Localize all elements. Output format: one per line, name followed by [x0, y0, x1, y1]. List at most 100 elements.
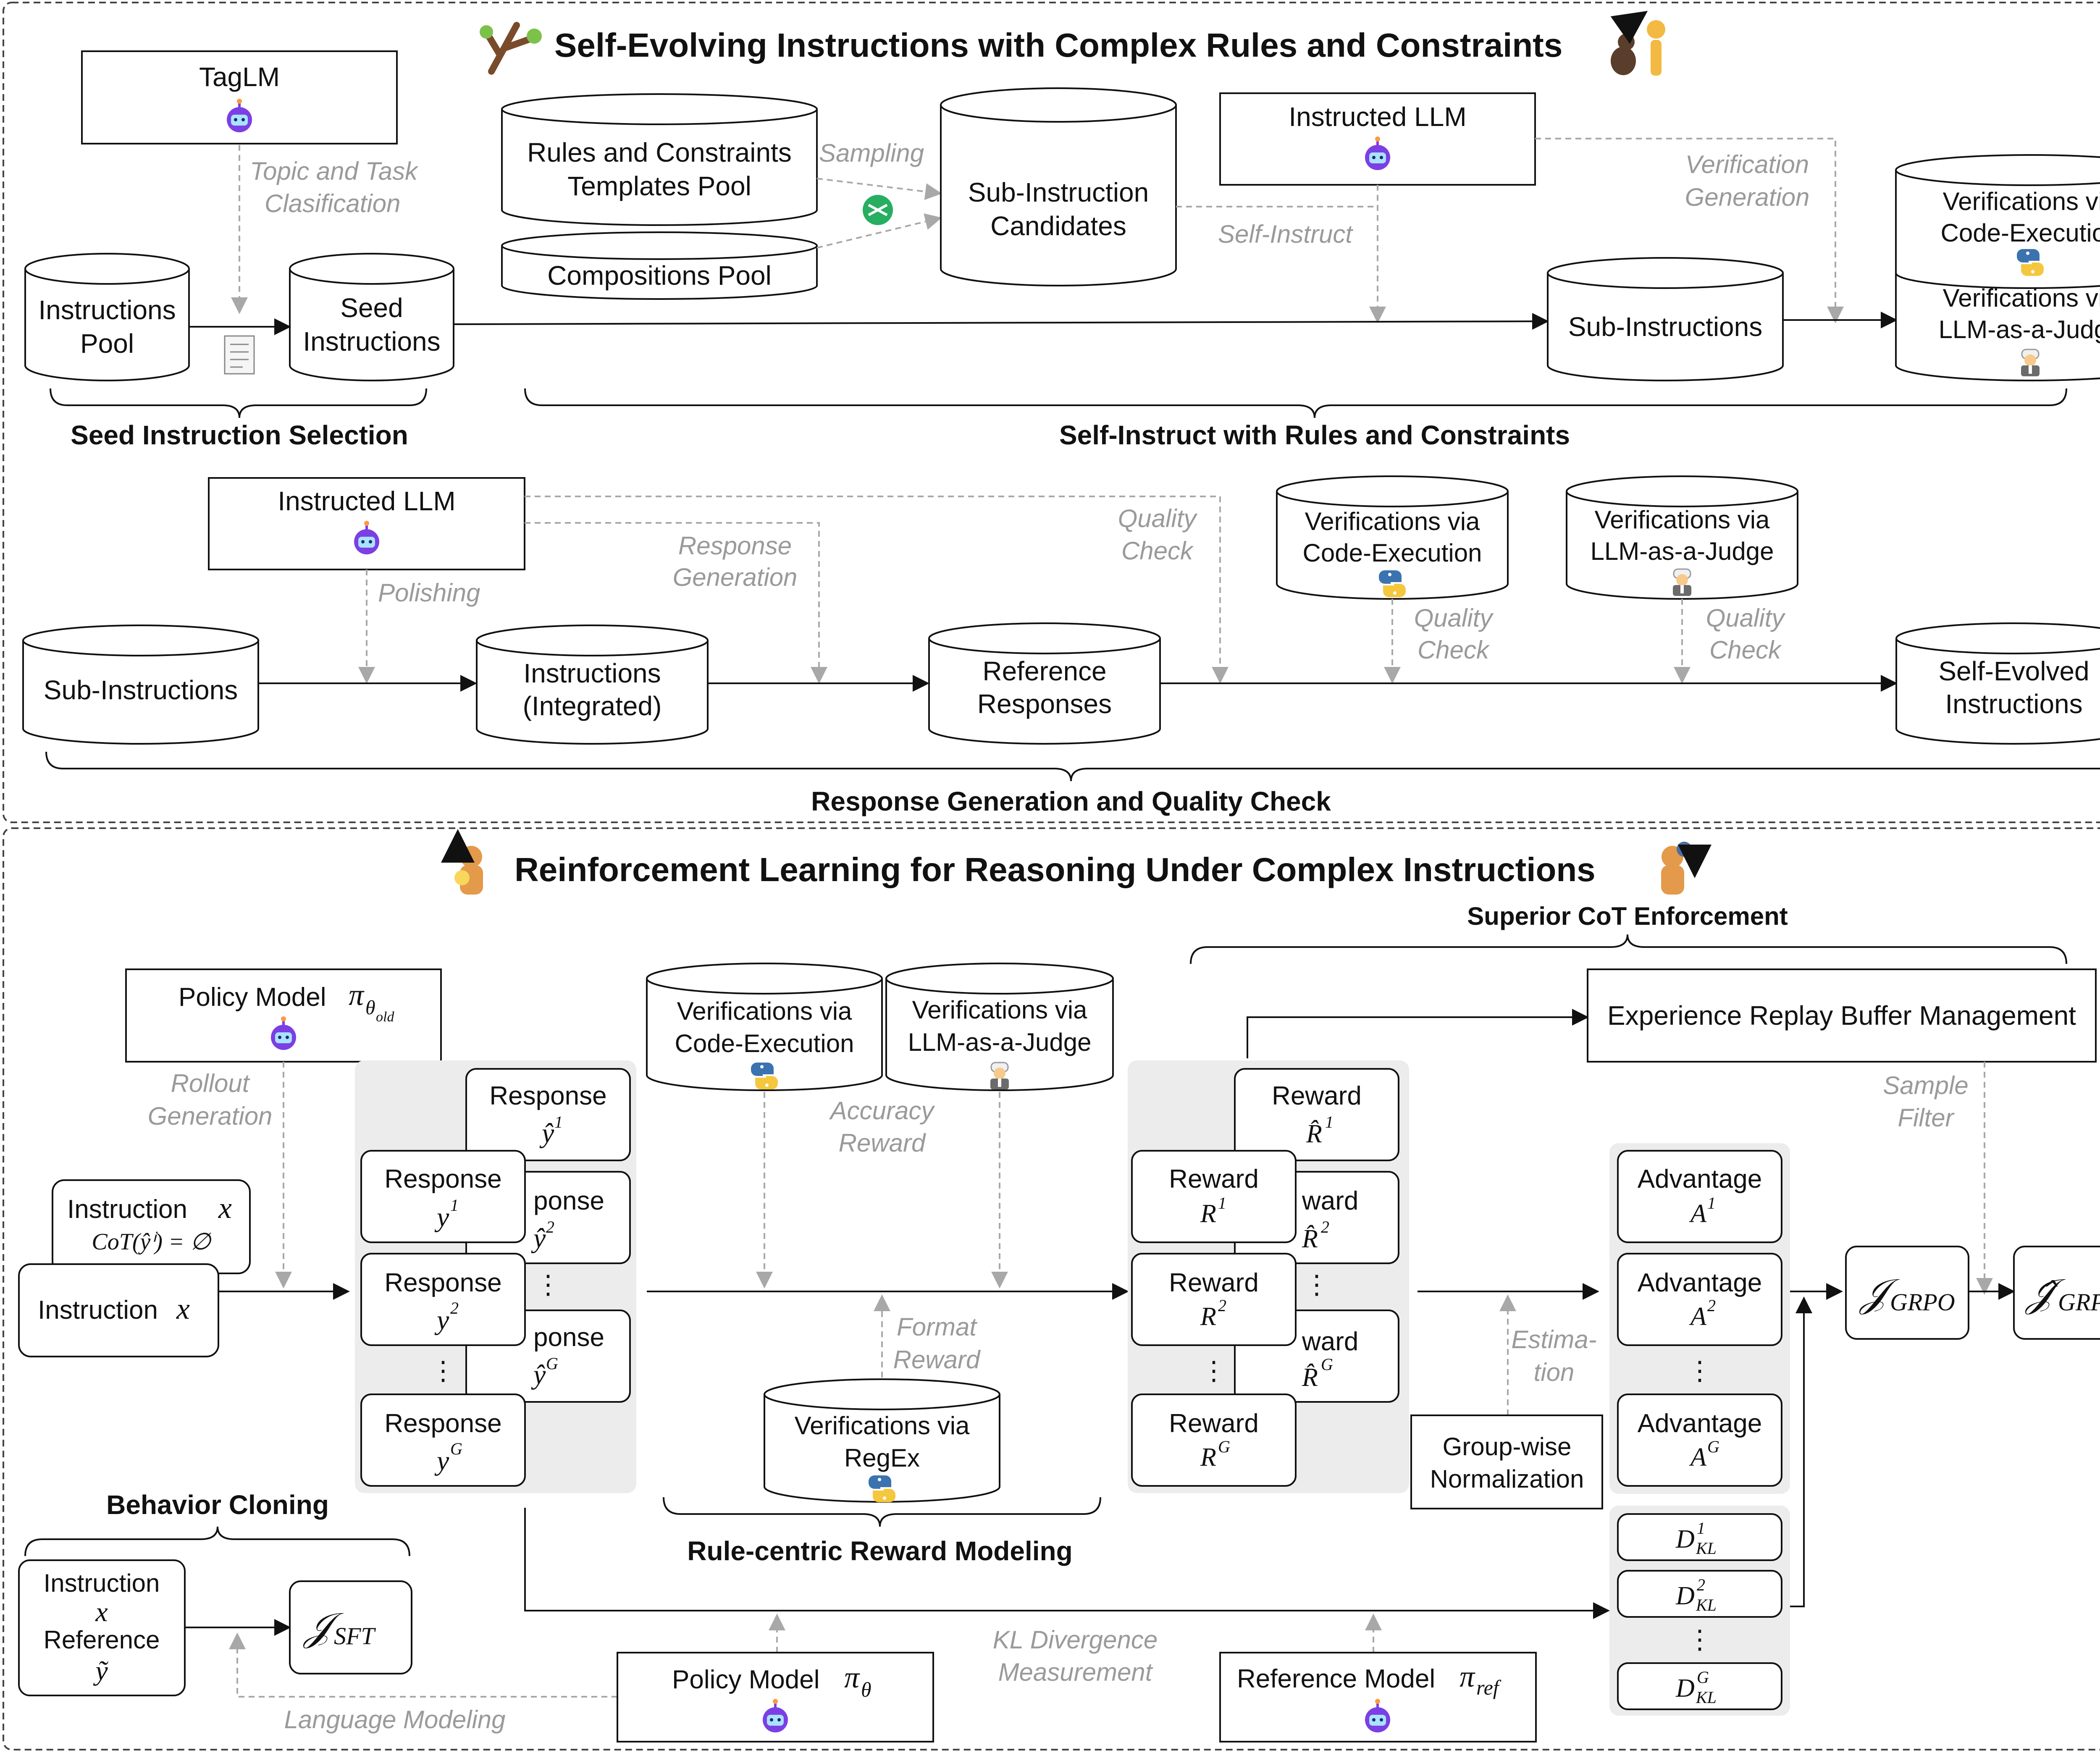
rules-pool-label-1: Rules and Constraints	[527, 137, 792, 168]
candidates-label-2: Candidates	[990, 211, 1126, 241]
response-hat-1	[465, 1068, 631, 1161]
response-2-sup: 2	[450, 1299, 459, 1317]
integrated-label-2: (Integrated)	[523, 691, 662, 721]
kl-1	[1617, 1513, 1782, 1561]
reward-1-var: R	[1200, 1199, 1216, 1228]
dog-icon	[1661, 842, 1712, 895]
advantage-G-var: A	[1689, 1443, 1707, 1472]
reward-2-label: Reward	[1169, 1268, 1259, 1297]
sub-instructions-cylinder	[1547, 257, 1784, 381]
response-dots: ⋮	[430, 1357, 456, 1386]
quality-check-label-6: Check	[1709, 636, 1782, 664]
section-self-instruct-label: Self-Instruct with Rules and Constraints	[1059, 420, 1570, 450]
reward-hat-G-sup: G	[1321, 1355, 1333, 1374]
reward-hat-1-sup: 1	[1325, 1113, 1334, 1131]
shuffle-icon	[863, 195, 893, 225]
reward-1-label: Reward	[1169, 1165, 1259, 1194]
kl-label-2: Measurement	[998, 1658, 1153, 1686]
ver-code-label-1: Verifications via	[1943, 187, 2100, 215]
advantage-G-sup: G	[1707, 1437, 1719, 1456]
format-label-2: Reward	[893, 1346, 981, 1374]
policy-old-pi: π	[349, 978, 365, 1012]
section-response-label: Response Generation and Quality Check	[811, 786, 1331, 816]
sub-instructions-label-2: Sub-Instructions	[44, 675, 238, 705]
kl-G-sup: G	[1697, 1668, 1709, 1687]
reference-model-pi: π	[1460, 1660, 1475, 1693]
response-hat-1-sup: 1	[554, 1113, 563, 1131]
reward-1-sup: 1	[1218, 1194, 1226, 1212]
ver-code-label-mid-1: Verifications via	[1305, 507, 1480, 535]
accuracy-label-1: Accuracy	[829, 1097, 936, 1125]
reward-2-var: R	[1200, 1302, 1216, 1331]
cot-expression: CoT(ŷⁱ) = ∅	[92, 1229, 211, 1255]
ver-code-label-bot-2: Code-Execution	[675, 1029, 854, 1058]
verification-gen-label-1: Verification	[1685, 150, 1809, 178]
quality-check-label-3: Quality	[1414, 604, 1494, 632]
instructed-llm-label: Instructed LLM	[1289, 102, 1466, 132]
reward-2	[1131, 1253, 1297, 1346]
kl-dots: ⋮	[1687, 1625, 1713, 1654]
top-title: Self-Evolving Instructions with Complex …	[554, 26, 1562, 64]
instructions-pool-label-2: Pool	[80, 328, 134, 359]
candidates-label-1: Sub-Instruction	[968, 177, 1149, 207]
reference-label-1: Reference	[982, 656, 1106, 686]
response-hat-2-sup: 2	[546, 1218, 554, 1236]
behavior-brace	[24, 1526, 410, 1556]
taglm-label: TagLM	[199, 62, 280, 92]
top-panel	[3, 2, 2100, 823]
bc-instruction-label: Instruction	[44, 1569, 160, 1597]
response-G-var: y	[434, 1446, 449, 1476]
instruction-x: x	[176, 1292, 190, 1325]
kl-2-var: D	[1675, 1582, 1695, 1610]
response-hat-2-var: ŷ	[531, 1223, 546, 1254]
instruction-box	[18, 1263, 219, 1357]
ver-judge-label-mid-1: Verifications via	[1595, 506, 1770, 534]
j-grpo-box	[1845, 1246, 1969, 1340]
candidates-cylinder	[940, 87, 1177, 286]
sample-filter-label-1: Sample	[1883, 1071, 1968, 1100]
response-1-label: Response	[384, 1165, 501, 1194]
response-2	[360, 1253, 526, 1346]
experience-replay-label: Experience Replay Buffer Management	[1607, 1000, 2076, 1031]
response-1-sup: 1	[450, 1196, 459, 1215]
superior-cot-brace	[1190, 934, 2067, 964]
policy-model-theta: θ	[861, 1678, 872, 1701]
superior-cot-label: Superior CoT Enforcement	[1467, 902, 1788, 930]
policy-old-sub: old	[376, 1009, 394, 1025]
reward-G-var: R	[1200, 1443, 1216, 1472]
j-sft-box	[289, 1580, 412, 1674]
ver-judge-cylinder-2	[1566, 475, 1798, 600]
estimation-label-2: tion	[1534, 1358, 1575, 1386]
verifications-stack-cylinder	[1895, 154, 2100, 381]
instruction-label: Instruction	[38, 1296, 158, 1325]
seed-label-1: Seed	[340, 293, 403, 323]
response-cards: Response y 1 Response y 2 ⋮ Response y G	[360, 1150, 526, 1487]
ver-judge-label-2: LLM-as-a-Judge	[1939, 315, 2100, 344]
seed-label-2: Instructions	[303, 326, 440, 357]
self-evolved-label-2: Instructions	[1945, 689, 2082, 719]
kl-label-1: KL Divergence	[993, 1626, 1158, 1654]
j-sft-sub: SFT	[334, 1622, 376, 1650]
bottom-title: Reinforcement Learning for Reasoning Und…	[514, 851, 1596, 888]
ver-judge-label-mid-2: LLM-as-a-Judge	[1591, 537, 1774, 565]
reward-hat-1-label: Reward	[1272, 1081, 1362, 1110]
group-norm-label-1: Group-wise	[1443, 1433, 1572, 1461]
reference-model-sub: ref	[1476, 1676, 1502, 1699]
response-2-label: Response	[384, 1268, 501, 1297]
self-evolved-label-1: Self-Evolved	[1938, 656, 2089, 686]
evolution-icon	[1610, 10, 1665, 76]
response-G-sup: G	[450, 1439, 462, 1458]
policy-old-label: Policy Model	[178, 983, 326, 1012]
reward-G-sup: G	[1218, 1437, 1230, 1456]
response-hat-1-var: ŷ	[539, 1118, 554, 1149]
response-hat-G-var: ŷ	[531, 1359, 546, 1390]
response-hat-dots: ⋮	[535, 1270, 561, 1299]
instructed-llm-label-2: Instructed LLM	[278, 486, 455, 516]
response-1	[360, 1150, 526, 1243]
advantage-1-var: A	[1689, 1199, 1707, 1228]
rules-pool-cylinder	[501, 93, 818, 226]
section-rule-label: Rule-centric Reward Modeling	[687, 1536, 1072, 1566]
sub-instructions-label: Sub-Instructions	[1568, 312, 1762, 342]
integrated-cylinder	[476, 625, 709, 745]
